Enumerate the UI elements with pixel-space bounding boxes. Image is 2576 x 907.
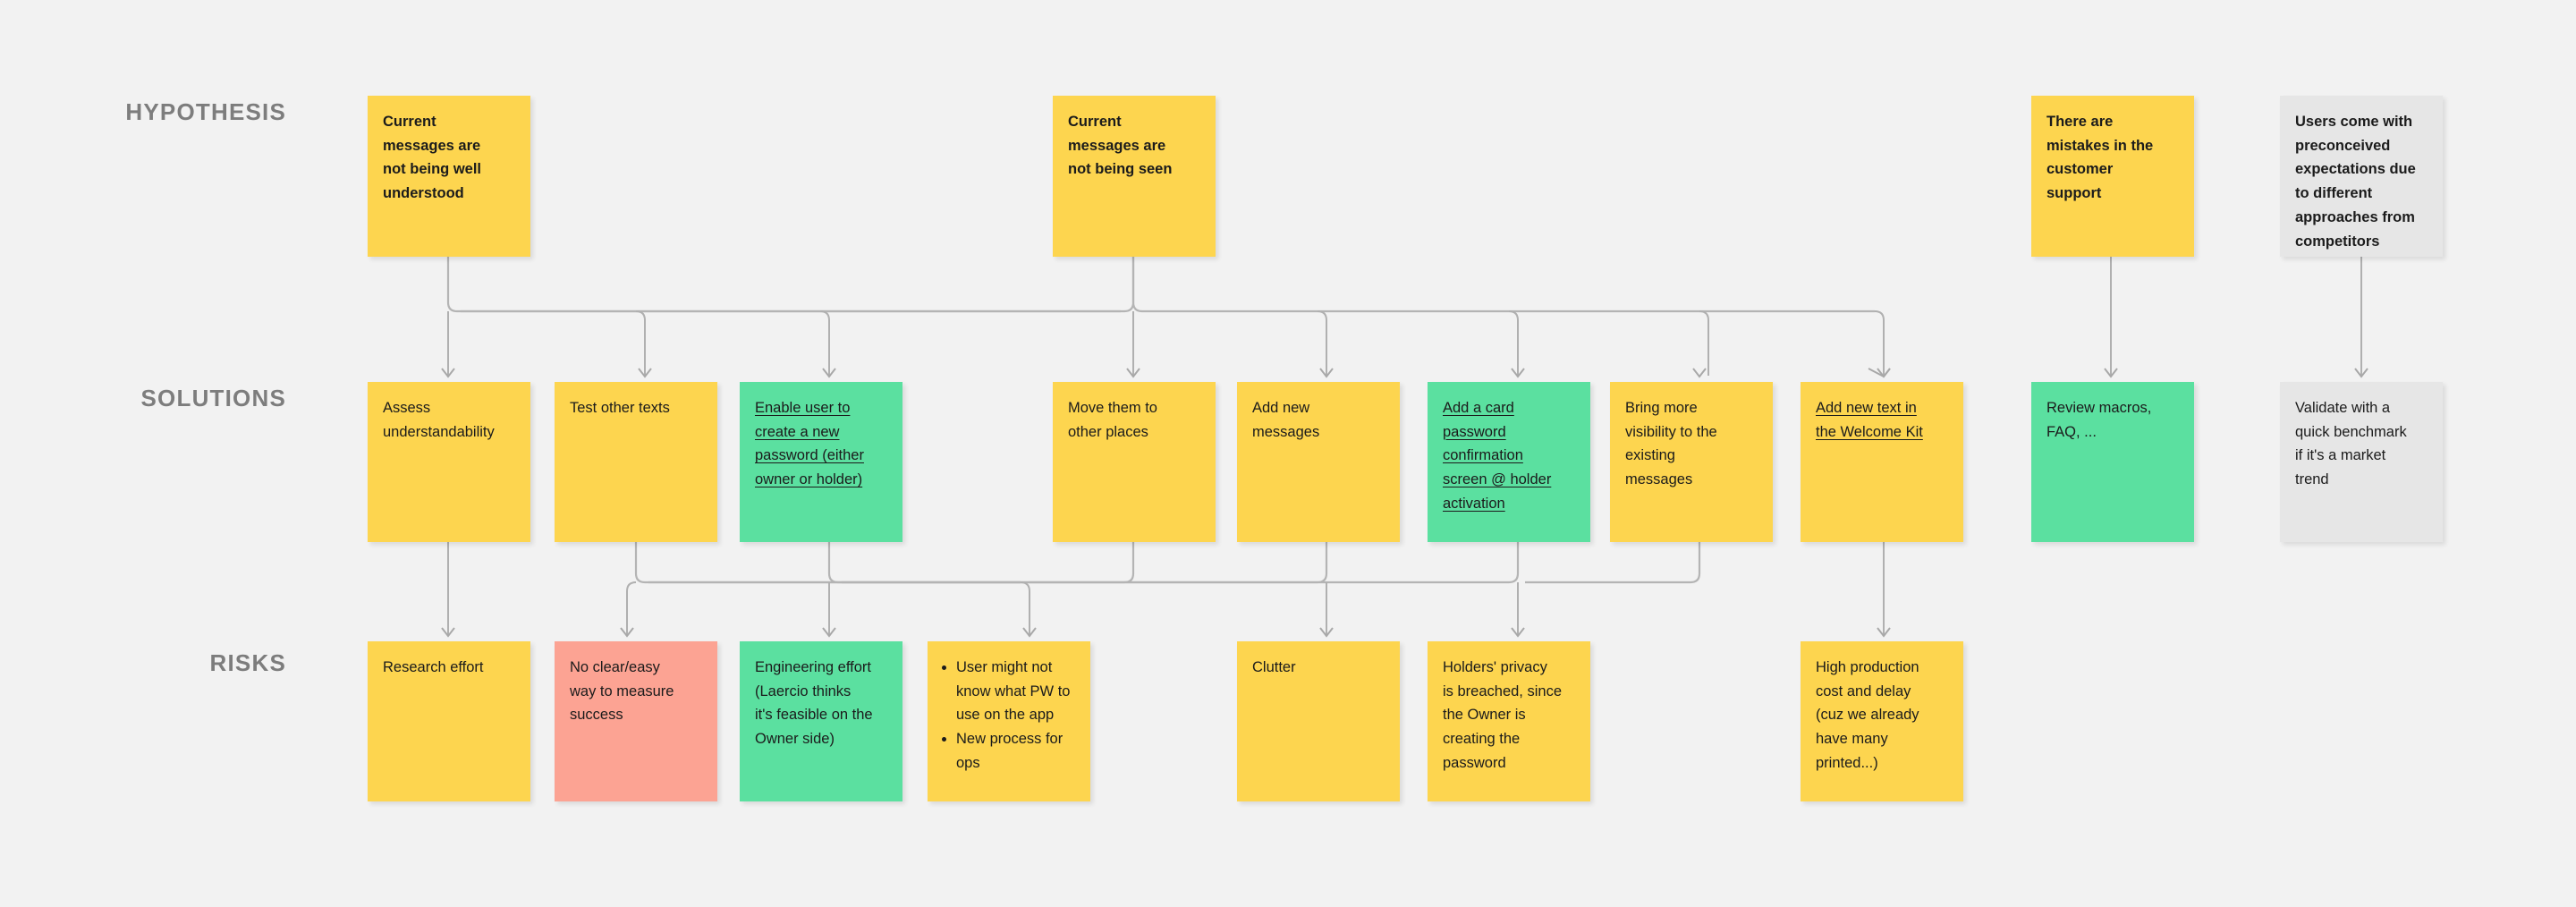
solution-note[interactable]: Assess understandability	[368, 382, 530, 542]
solution-note[interactable]: Add a card password confirmation screen …	[1428, 382, 1590, 542]
note-text: Validate with a quick benchmark if it's …	[2295, 400, 2407, 488]
note-text: Clutter	[1252, 659, 1296, 675]
risk-bullet-item: New process for ops	[956, 727, 1075, 775]
note-text: Add a card password confirmation screen …	[1443, 400, 1552, 512]
note-text: Research effort	[383, 659, 484, 675]
risk-note[interactable]: User might not know what PW to use on th…	[928, 641, 1090, 801]
solution-note[interactable]: Move them to other places	[1053, 382, 1216, 542]
solution-note[interactable]: Test other texts	[555, 382, 717, 542]
risk-note[interactable]: Clutter	[1237, 641, 1400, 801]
risk-bullet-list: User might not know what PW to use on th…	[940, 656, 1075, 776]
note-text: Bring more visibility to the existing me…	[1625, 400, 1717, 488]
note-text: There are mistakes in the customer suppo…	[2046, 114, 2154, 202]
note-text: Move them to other places	[1068, 400, 1157, 440]
note-text: Review macros, FAQ, ...	[2046, 400, 2152, 440]
risk-note[interactable]: No clear/easy way to measure success	[555, 641, 717, 801]
solution-note[interactable]: Add new messages	[1237, 382, 1400, 542]
risk-bullet-item: User might not know what PW to use on th…	[956, 656, 1075, 727]
note-text: Current messages are not being seen	[1068, 114, 1173, 178]
risk-note[interactable]: High production cost and delay (cuz we a…	[1801, 641, 1963, 801]
note-text: Engineering effort (Laercio thinks it's …	[755, 659, 873, 748]
note-text: Holders' privacy is breached, since the …	[1443, 659, 1562, 771]
solution-note-gray[interactable]: Validate with a quick benchmark if it's …	[2280, 382, 2443, 542]
hypothesis-note[interactable]: Current messages are not being well unde…	[368, 96, 530, 257]
risk-note[interactable]: Research effort	[368, 641, 530, 801]
solution-note[interactable]: Add new text in the Welcome Kit	[1801, 382, 1963, 542]
row-label-risks: RISKS	[209, 649, 286, 676]
note-text: High production cost and delay (cuz we a…	[1816, 659, 1919, 771]
risk-note[interactable]: Holders' privacy is breached, since the …	[1428, 641, 1590, 801]
solution-note[interactable]: Bring more visibility to the existing me…	[1610, 382, 1773, 542]
note-text: No clear/easy way to measure success	[570, 659, 674, 724]
hypothesis-note[interactable]: There are mistakes in the customer suppo…	[2031, 96, 2194, 257]
note-text: Assess understandability	[383, 400, 495, 440]
hypothesis-note-gray[interactable]: Users come with preconceived expectation…	[2280, 96, 2443, 257]
row-label-hypothesis: HYPOTHESIS	[125, 98, 286, 125]
note-text: Add new messages	[1252, 400, 1320, 440]
note-text: Current messages are not being well unde…	[383, 114, 481, 202]
note-text: Add new text in the Welcome Kit	[1816, 400, 1923, 440]
solution-note[interactable]: Review macros, FAQ, ...	[2031, 382, 2194, 542]
solution-note[interactable]: Enable user to create a new password (ei…	[740, 382, 902, 542]
row-label-solutions: SOLUTIONS	[140, 385, 286, 411]
note-text: Users come with preconceived expectation…	[2295, 114, 2416, 250]
note-text: Test other texts	[570, 400, 670, 416]
hypothesis-note[interactable]: Current messages are not being seen	[1053, 96, 1216, 257]
risk-note[interactable]: Engineering effort (Laercio thinks it's …	[740, 641, 902, 801]
note-text: Enable user to create a new password (ei…	[755, 400, 864, 488]
